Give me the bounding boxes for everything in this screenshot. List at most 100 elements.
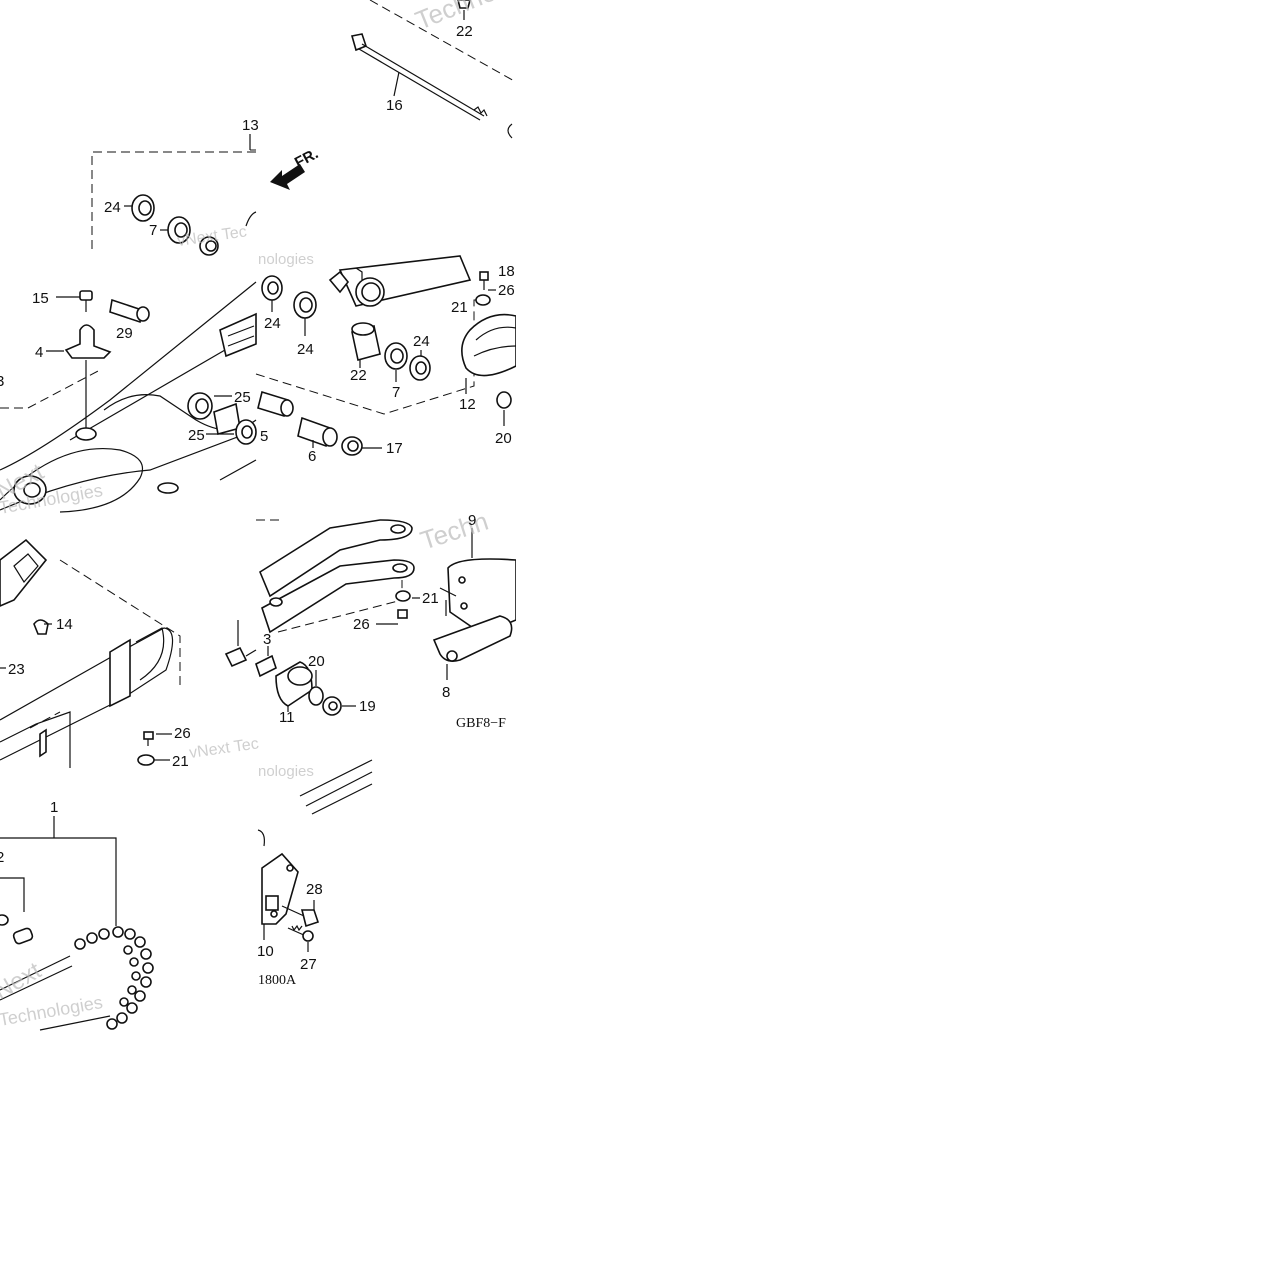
swingarm-end [0, 627, 174, 761]
clamp-4 [64, 324, 112, 359]
bolt-thread [473, 106, 488, 117]
label-25-a: 25 [234, 389, 251, 406]
washer-21a [475, 294, 491, 306]
label-25-b: 25 [188, 427, 205, 444]
arm-8 [432, 615, 513, 662]
collar-29 [109, 298, 143, 324]
label-7-a: 7 [149, 222, 157, 239]
collar-6 [297, 416, 331, 448]
bolt-shaft-top [361, 43, 485, 117]
bolt-15 [79, 290, 93, 301]
swingarm-loop [0, 448, 144, 513]
label-26-a: 26 [498, 282, 515, 299]
label-1: 1 [50, 799, 58, 816]
chain-slider-12 [461, 313, 517, 377]
label-9: 9 [468, 512, 476, 529]
kit-bracket [91, 151, 256, 250]
tile-pivot-bearings [255, 255, 517, 456]
collar-3 [255, 654, 277, 678]
label-23: 23 [8, 661, 25, 678]
tile-top-right: FR. [245, 0, 517, 227]
chain-bracket [0, 816, 117, 926]
collar-20a [496, 391, 512, 409]
label-22-top: 22 [456, 23, 473, 40]
tile-chaincase [0, 538, 373, 815]
nut-21c [395, 590, 411, 602]
label-12: 12 [459, 396, 476, 413]
washer-21b [137, 754, 155, 766]
label-5: 5 [260, 428, 268, 445]
edge-arc [507, 123, 513, 139]
label-21-c: 21 [422, 590, 439, 607]
label-14: 14 [56, 616, 73, 633]
axle-bolt [350, 33, 367, 52]
label-15: 15 [32, 290, 49, 307]
bolt-26c [397, 609, 408, 619]
svg-text:vNext Tec: vNext Tec [188, 735, 260, 762]
svg-text:nologies: nologies [258, 763, 314, 780]
bolt-28 [300, 909, 320, 928]
diagram-code-a: GBF8−F [456, 716, 506, 731]
label-7-b: 7 [392, 384, 400, 401]
link-plate-lower [261, 559, 415, 634]
label-11: 11 [279, 709, 295, 726]
tile-swingarm [0, 281, 257, 513]
svg-text:Techn: Techn [417, 506, 492, 556]
label-22-mid: 22 [350, 367, 367, 384]
clip-14 [33, 619, 49, 635]
label-21-b: 21 [172, 753, 189, 770]
label-4: 4 [35, 344, 43, 361]
bolt-shaft-bottom [358, 48, 481, 121]
label-17: 17 [386, 440, 403, 457]
label-8: 8 [442, 684, 450, 701]
part-labels: 22 16 13 24 7 15 29 4 3 25 25 5 24 24 22… [0, 23, 515, 988]
bolt-26b [143, 731, 154, 740]
chain-joint [12, 927, 34, 945]
label-16: 16 [386, 97, 403, 114]
label-21-a: 21 [451, 299, 468, 316]
label-3: 3 [263, 631, 271, 648]
label-26-c: 26 [353, 616, 370, 633]
label-28: 28 [306, 881, 323, 898]
diagram-code-b: 1800A [258, 973, 297, 988]
label-20-a: 20 [495, 430, 512, 447]
watermarks: Techno vNext Tec nologies Next Technolog… [0, 0, 500, 1030]
label-6: 6 [308, 448, 316, 465]
label-13: 13 [242, 117, 259, 134]
link-plate-upper [259, 519, 413, 598]
bolt-18 [479, 271, 489, 281]
kit-bracket-2 [255, 299, 490, 415]
label-18: 18 [498, 263, 515, 280]
label-24-b: 24 [264, 315, 281, 332]
leader-16 [393, 71, 400, 97]
tile-bearing-kit [91, 151, 256, 256]
rear-bracket [0, 538, 48, 607]
label-26-b: 26 [174, 725, 191, 742]
label-10: 10 [257, 943, 274, 960]
label-24-a: 24 [104, 199, 121, 216]
tile-plate [257, 829, 320, 952]
label-3-left: 3 [0, 373, 4, 390]
label-29: 29 [116, 325, 133, 342]
svg-text:Next: Next [0, 957, 46, 1005]
label-27: 27 [300, 956, 317, 973]
label-24-c: 24 [297, 341, 314, 358]
swingarm-top-edge [0, 281, 257, 471]
label-2: 2 [0, 849, 4, 866]
bolt-27 [302, 930, 314, 942]
front-arrow-icon [270, 164, 305, 190]
label-19: 19 [359, 698, 376, 715]
blank-area-bottom [0, 1032, 516, 1285]
tile-shock-link [224, 519, 517, 716]
plate-10 [261, 852, 299, 925]
label-24-d: 24 [413, 333, 430, 350]
tile-drive-chain [0, 816, 154, 1031]
svg-text:nologies: nologies [258, 251, 314, 268]
bolt-3 [224, 646, 248, 668]
blank-area-right [516, 0, 1285, 1285]
label-20-b: 20 [308, 653, 325, 670]
nut-top [457, 0, 471, 9]
collar-20b [308, 686, 324, 706]
